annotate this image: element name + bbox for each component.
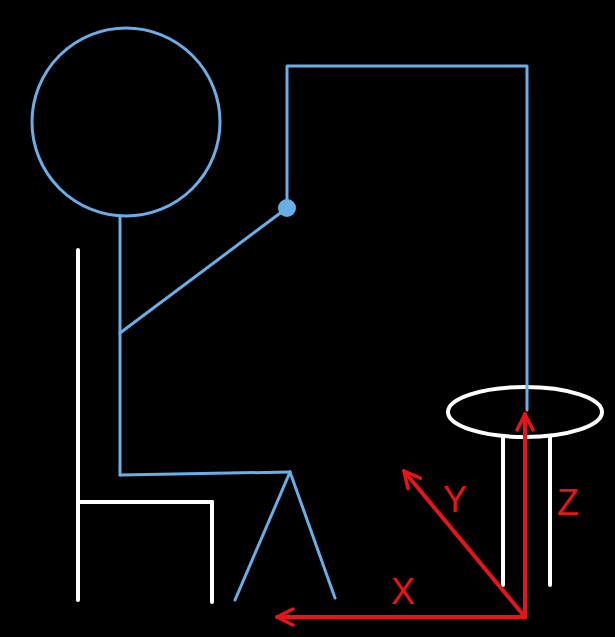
axis-label: X xyxy=(391,574,415,610)
table-stem xyxy=(501,437,505,585)
thigh xyxy=(120,472,290,475)
x-axis xyxy=(277,615,525,619)
axis-label: Y xyxy=(443,482,467,518)
chair-seat xyxy=(78,500,212,504)
chair-back xyxy=(76,250,80,600)
wire xyxy=(287,66,527,410)
leg xyxy=(235,472,290,600)
axis-label: Z xyxy=(557,485,579,521)
leg xyxy=(290,472,335,598)
arm xyxy=(120,208,287,333)
z-axis xyxy=(523,414,527,617)
stick-figure xyxy=(32,28,527,600)
hand-dot xyxy=(278,199,296,217)
head xyxy=(32,28,220,216)
body xyxy=(119,216,122,475)
table-stem xyxy=(548,437,552,585)
axes xyxy=(277,414,525,617)
chair-leg xyxy=(210,502,214,602)
y-axis xyxy=(404,471,525,617)
